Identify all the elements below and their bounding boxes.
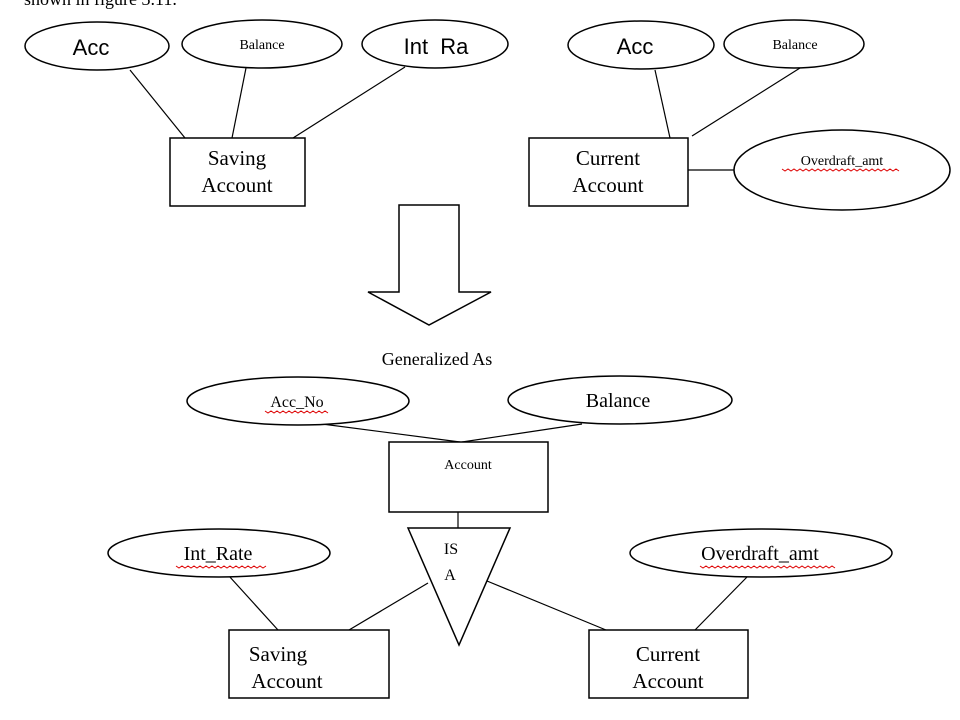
top-current-attr-overdraft <box>733 129 951 211</box>
isa-label-line1: IS <box>444 541 458 558</box>
spell-underline <box>699 565 836 569</box>
top-current-entity <box>528 137 689 207</box>
top-current-entity-line1: Current <box>576 146 640 170</box>
top-saving-entity-line1: Saving <box>208 146 267 170</box>
top-current-attr-acc <box>567 20 715 70</box>
top-current-entity-line2: Account <box>572 173 643 197</box>
top-saving-entity <box>169 137 306 207</box>
bottom-attr-overdraft-label: Overdraft_amt <box>701 543 819 565</box>
top-current-attr-balance-label: Balance <box>772 38 817 53</box>
bottom-attr-balance-label: Balance <box>586 390 651 412</box>
top-current-group: Acc Balance Overdraft_amt Current Accoun… <box>528 19 951 211</box>
bottom-current-entity <box>588 629 749 699</box>
spell-underline <box>781 168 900 172</box>
top-saving-attr-acc <box>24 21 170 71</box>
bottom-attr-overdraft <box>629 528 893 578</box>
top-saving-attr-balance <box>181 19 343 69</box>
bottom-group: Acc_No Balance Account IS A Int_Rate Ove… <box>107 375 893 699</box>
top-saving-attr-intrate <box>361 19 509 69</box>
spell-underline <box>175 565 267 569</box>
generalization-arrow <box>367 204 492 326</box>
bottom-attr-accno-label: Acc_No <box>270 394 323 411</box>
bottom-account-entity-label: Account <box>444 458 492 473</box>
bottom-account-entity <box>388 441 549 513</box>
bottom-attr-balance <box>507 375 733 425</box>
bottom-saving-entity-line1: Saving <box>249 642 308 666</box>
top-saving-group: Acc Balance Int Ra Saving Account <box>24 19 509 207</box>
bottom-attr-accno <box>186 376 410 426</box>
isa-label-line2: A <box>444 567 456 584</box>
bottom-attr-intrate <box>107 528 331 578</box>
top-saving-attr-balance-label: Balance <box>239 38 284 53</box>
bottom-attr-intrate-label: Int_Rate <box>184 543 253 565</box>
bottom-saving-entity <box>228 629 390 699</box>
caption-text: shown in figure 3.11. <box>24 0 177 9</box>
top-saving-attr-acc-label: Acc <box>73 35 110 60</box>
top-current-attr-overdraft-label: Overdraft_amt <box>801 154 884 169</box>
bottom-saving-entity-line2: Account <box>251 669 322 693</box>
top-saving-entity-line2: Account <box>201 173 272 197</box>
top-current-attr-balance <box>723 19 865 69</box>
generalized-as-label: Generalized As <box>382 349 492 369</box>
top-saving-attr-intrate-label: Int Ra <box>404 34 470 59</box>
top-current-attr-acc-label: Acc <box>617 34 654 59</box>
bottom-current-entity-line2: Account <box>632 669 703 693</box>
spell-underline <box>264 410 329 414</box>
bottom-current-entity-line1: Current <box>636 642 700 666</box>
isa-triangle <box>406 527 512 647</box>
